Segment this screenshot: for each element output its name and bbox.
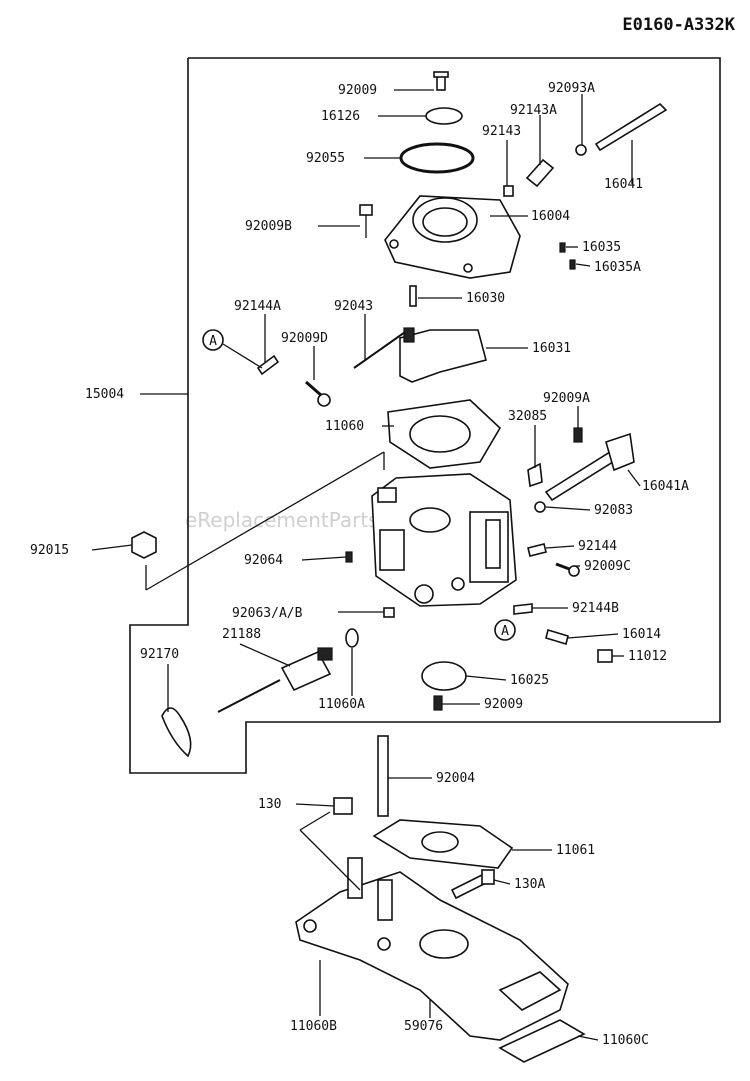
label-11060A: 11060A xyxy=(318,697,365,712)
screw-92009B xyxy=(359,204,373,238)
clip-32085 xyxy=(527,462,543,488)
pin-16030 xyxy=(409,285,417,307)
screw-92009A xyxy=(573,427,583,443)
label-92055: 92055 xyxy=(306,151,345,166)
label-16025: 16025 xyxy=(510,673,549,688)
label-92004: 92004 xyxy=(436,771,475,786)
label-92009B: 92009B xyxy=(245,219,292,234)
label-16126: 16126 xyxy=(321,109,360,124)
screw-16035 xyxy=(559,242,566,253)
label-92009A: 92009A xyxy=(543,391,590,406)
label-92063AB: 92063/A/B xyxy=(232,606,303,621)
plug-92063 xyxy=(383,607,395,618)
label-11012: 11012 xyxy=(628,649,667,664)
clamp-92170 xyxy=(161,707,192,758)
label-16030: 16030 xyxy=(466,291,505,306)
label-15004: 15004 xyxy=(85,387,124,402)
label-92144B: 92144B xyxy=(572,601,619,616)
svg-text:A: A xyxy=(209,334,217,349)
label-92170: 92170 xyxy=(140,647,179,662)
solenoid-21188 xyxy=(217,647,333,713)
cap-11012 xyxy=(597,649,613,663)
label-11060B: 11060B xyxy=(290,1019,337,1034)
label-92143: 92143 xyxy=(482,124,521,139)
screw-92064 xyxy=(345,551,353,563)
label-16004: 16004 xyxy=(531,209,570,224)
part-92143 xyxy=(503,185,514,197)
label-32085: 32085 xyxy=(508,409,547,424)
gasket-11060 xyxy=(387,399,502,469)
label-92144: 92144 xyxy=(578,539,617,554)
label-92083: 92083 xyxy=(594,503,633,518)
screw-16035A xyxy=(569,259,576,270)
label-92009C: 92009C xyxy=(584,559,631,574)
label-92064: 92064 xyxy=(244,553,283,568)
callout-a-body: A xyxy=(494,619,516,641)
gasket-11060C xyxy=(498,1019,586,1063)
washer-92093A xyxy=(575,144,587,156)
stud-92004 xyxy=(377,735,389,817)
label-92009-top: 92009 xyxy=(338,83,377,98)
pin-92043 xyxy=(353,329,409,369)
label-16031: 16031 xyxy=(532,341,571,356)
label-59076: 59076 xyxy=(404,1019,443,1034)
o-ring-92055 xyxy=(399,142,475,174)
label-92043: 92043 xyxy=(334,299,373,314)
label-16014: 16014 xyxy=(622,627,661,642)
diagram-code: E0160-A332K xyxy=(622,15,735,35)
label-16035: 16035 xyxy=(582,240,621,255)
shaft-92143A xyxy=(525,158,555,188)
label-11060: 11060 xyxy=(325,419,364,434)
nut-130 xyxy=(333,797,353,815)
screw-92009-bottom xyxy=(433,695,443,711)
callout-a-top: A xyxy=(202,329,224,351)
shaft-16041 xyxy=(594,102,668,152)
label-92009D: 92009D xyxy=(281,331,328,346)
screw-92009D xyxy=(305,380,331,407)
plate-16025 xyxy=(421,661,467,691)
shaft-16041A xyxy=(544,432,635,502)
label-92143A: 92143A xyxy=(510,103,557,118)
throttle-body-16004 xyxy=(384,195,521,279)
label-16041: 16041 xyxy=(604,177,643,192)
label-130: 130 xyxy=(258,797,281,812)
bolt-130A xyxy=(450,869,495,900)
carburetor-body xyxy=(371,473,517,607)
plate-16126 xyxy=(425,107,463,125)
gasket-11061 xyxy=(372,819,514,869)
spring-92144A xyxy=(256,354,280,376)
svg-text:A: A xyxy=(501,624,509,639)
washer-92083 xyxy=(534,501,546,513)
leader-lines xyxy=(91,89,641,1041)
spring-92144 xyxy=(527,543,547,557)
label-92093A: 92093A xyxy=(548,81,595,96)
label-21188: 21188 xyxy=(222,627,261,642)
nut-92015 xyxy=(131,531,157,559)
float-16031 xyxy=(399,327,487,383)
label-16041A: 16041A xyxy=(642,479,689,494)
label-92015: 92015 xyxy=(30,543,69,558)
label-130A: 130A xyxy=(514,877,545,892)
label-11060C: 11060C xyxy=(602,1033,649,1048)
assembly-frame xyxy=(129,57,721,774)
label-92144A: 92144A xyxy=(234,299,281,314)
needle-16014 xyxy=(545,628,569,646)
spring-92144B xyxy=(513,603,533,615)
ring-11060A xyxy=(345,628,359,648)
label-11061: 11061 xyxy=(556,843,595,858)
manifold-59076 xyxy=(295,857,569,1041)
screw-92009-top xyxy=(433,71,449,91)
label-16035A: 16035A xyxy=(594,260,641,275)
label-92009-bottom: 92009 xyxy=(484,697,523,712)
